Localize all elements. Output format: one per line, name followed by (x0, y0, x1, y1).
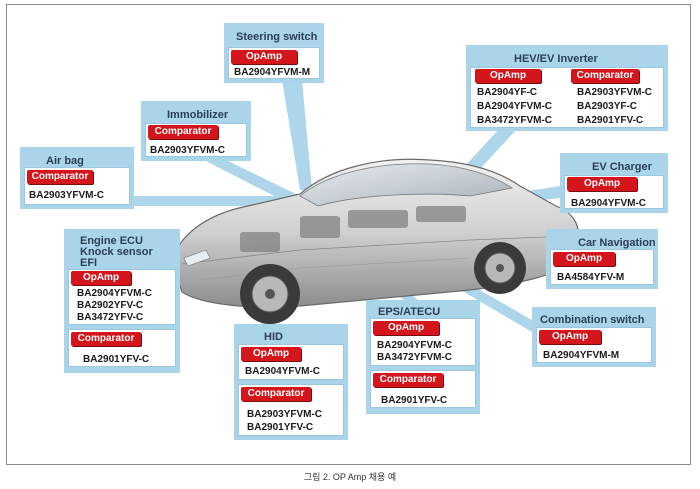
opamp-part-number: BA2904YFVM-C (377, 340, 453, 351)
callout-title: EV Charger (592, 161, 652, 173)
opamp-part-number: BA3472YFVM-C (377, 352, 453, 363)
callout-body-opamp: OpAmp BA2904YFVM-C BA2902YFV-C BA3472YFV… (68, 269, 176, 325)
callout-hev-ev-inverter: HEV/EV Inverter OpAmp Comparator BA2904Y… (466, 45, 668, 131)
callout-title: EPS/ATECU (378, 306, 441, 318)
callout-body-comparator: Comparator BA2901YFV-C (370, 370, 476, 408)
callout-body-opamp: OpAmp BA2904YFVM-C BA3472YFVM-C (370, 318, 476, 366)
wheels (240, 242, 526, 324)
comparator-badge: Comparator (373, 373, 443, 387)
opamp-badge: OpAmp (553, 252, 615, 266)
opamp-badge: OpAmp (241, 347, 301, 361)
beam-immobilizer (200, 158, 300, 204)
callout-title: Immobilizer (167, 109, 229, 121)
opamp-part-number: BA3472YFVM-C (477, 115, 553, 126)
comparator-part-number: BA2903YFVM-C (247, 409, 323, 420)
comparator-part-number: BA2901YFV-C (247, 422, 314, 433)
callout-body: Comparator BA2903YFVM-C (24, 167, 130, 205)
callout-ev-charger: EV Charger OpAmp BA2904YFVM-C (560, 153, 668, 213)
comparator-part-number: BA2901YFV-C (577, 115, 644, 126)
callout-body: OpAmp BA2904YFVM-M (536, 327, 652, 363)
opamp-part-number: BA3472YFV-C (77, 312, 144, 323)
comparator-badge: Comparator (71, 332, 141, 346)
opamp-badge: OpAmp (539, 330, 601, 344)
callout-title: HEV/EV Inverter (514, 53, 598, 65)
opamp-badge: OpAmp (71, 271, 131, 285)
callout-body-opamp: OpAmp BA2904YFVM-C (238, 344, 344, 380)
callout-hid: HID OpAmp BA2904YFVM-C Comparator BA2903… (234, 324, 348, 440)
callout-body-comparator: Comparator BA2901YFV-C (68, 329, 176, 367)
headlight (183, 249, 211, 267)
comparator-badge: Comparator (27, 170, 93, 184)
opamp-badge: OpAmp (231, 50, 297, 64)
callout-title-line: EFI (80, 257, 98, 269)
callout-title: Steering switch (236, 31, 318, 43)
opamp-part-number: BA2904YFVM-C (77, 288, 153, 299)
callout-body: OpAmp Comparator BA2904YF-C BA2904YFVM-C… (470, 67, 664, 128)
callout-body: OpAmp BA4584YFV-M (550, 249, 654, 285)
part-number: BA2903YFVM-C (150, 145, 226, 156)
callout-title-line: Engine ECU (80, 235, 143, 247)
opamp-part-number: BA2904YF-C (477, 87, 538, 98)
callout-steering-switch: Steering switch OpAmp BA2904YFVM-M (224, 23, 324, 83)
callout-immobilizer: Immobilizer Comparator BA2903YFVM-C (141, 101, 251, 161)
callout-body: Comparator BA2903YFVM-C (145, 123, 247, 157)
callout-title: HID (264, 331, 283, 343)
callout-car-navigation: Car Navigation OpAmp BA4584YFV-M (546, 229, 658, 289)
callout-title: Air bag (46, 155, 84, 167)
callout-title: Car Navigation (578, 237, 656, 249)
callout-title: Combination switch (540, 314, 645, 326)
callout-combination-switch: Combination switch OpAmp BA2904YFVM-M (532, 307, 656, 367)
internal-components (240, 206, 466, 252)
comparator-part-number: BA2903YFVM-C (577, 87, 653, 98)
callout-engine-ecu: Engine ECU Knock sensor EFI OpAmp BA2904… (64, 229, 180, 373)
comparator-badge: Comparator (241, 387, 311, 401)
opamp-part-number: BA2904YFVM-C (477, 101, 553, 112)
callout-eps-atecu: EPS/ATECU OpAmp BA2904YFVM-C BA3472YFVM-… (366, 300, 480, 414)
opamp-badge: OpAmp (373, 321, 439, 335)
figure-caption: 그림 2. OP Amp 채용 예 (303, 472, 397, 482)
opamp-badge: OpAmp (475, 69, 541, 83)
callout-body-comparator: Comparator BA2903YFVM-C BA2901YFV-C (238, 384, 344, 436)
part-number: BA2904YFVM-M (543, 350, 620, 361)
callout-body: OpAmp BA2904YFVM-C (564, 175, 664, 209)
callout-air-bag: Air bag Comparator BA2903YFVM-C (20, 147, 134, 209)
comparator-part-number: BA2901YFV-C (381, 395, 448, 406)
opamp-part-number: BA2902YFV-C (77, 300, 144, 311)
comparator-part-number: BA2903YF-C (577, 101, 638, 112)
beam-steering (282, 80, 312, 190)
part-number: BA2904YFVM-C (571, 198, 647, 209)
part-number: BA2904YFVM-M (234, 67, 311, 78)
part-number: BA2903YFVM-C (29, 190, 105, 201)
comparator-part-number: BA2901YFV-C (83, 354, 150, 365)
comparator-badge: Comparator (571, 69, 639, 83)
comparator-badge: Comparator (148, 125, 218, 139)
callout-title-line: Knock sensor (80, 246, 153, 258)
opamp-badge: OpAmp (567, 177, 637, 191)
opamp-part-number: BA2904YFVM-C (245, 366, 321, 377)
callout-body: OpAmp BA2904YFVM-M (228, 47, 320, 79)
part-number: BA4584YFV-M (557, 272, 625, 283)
